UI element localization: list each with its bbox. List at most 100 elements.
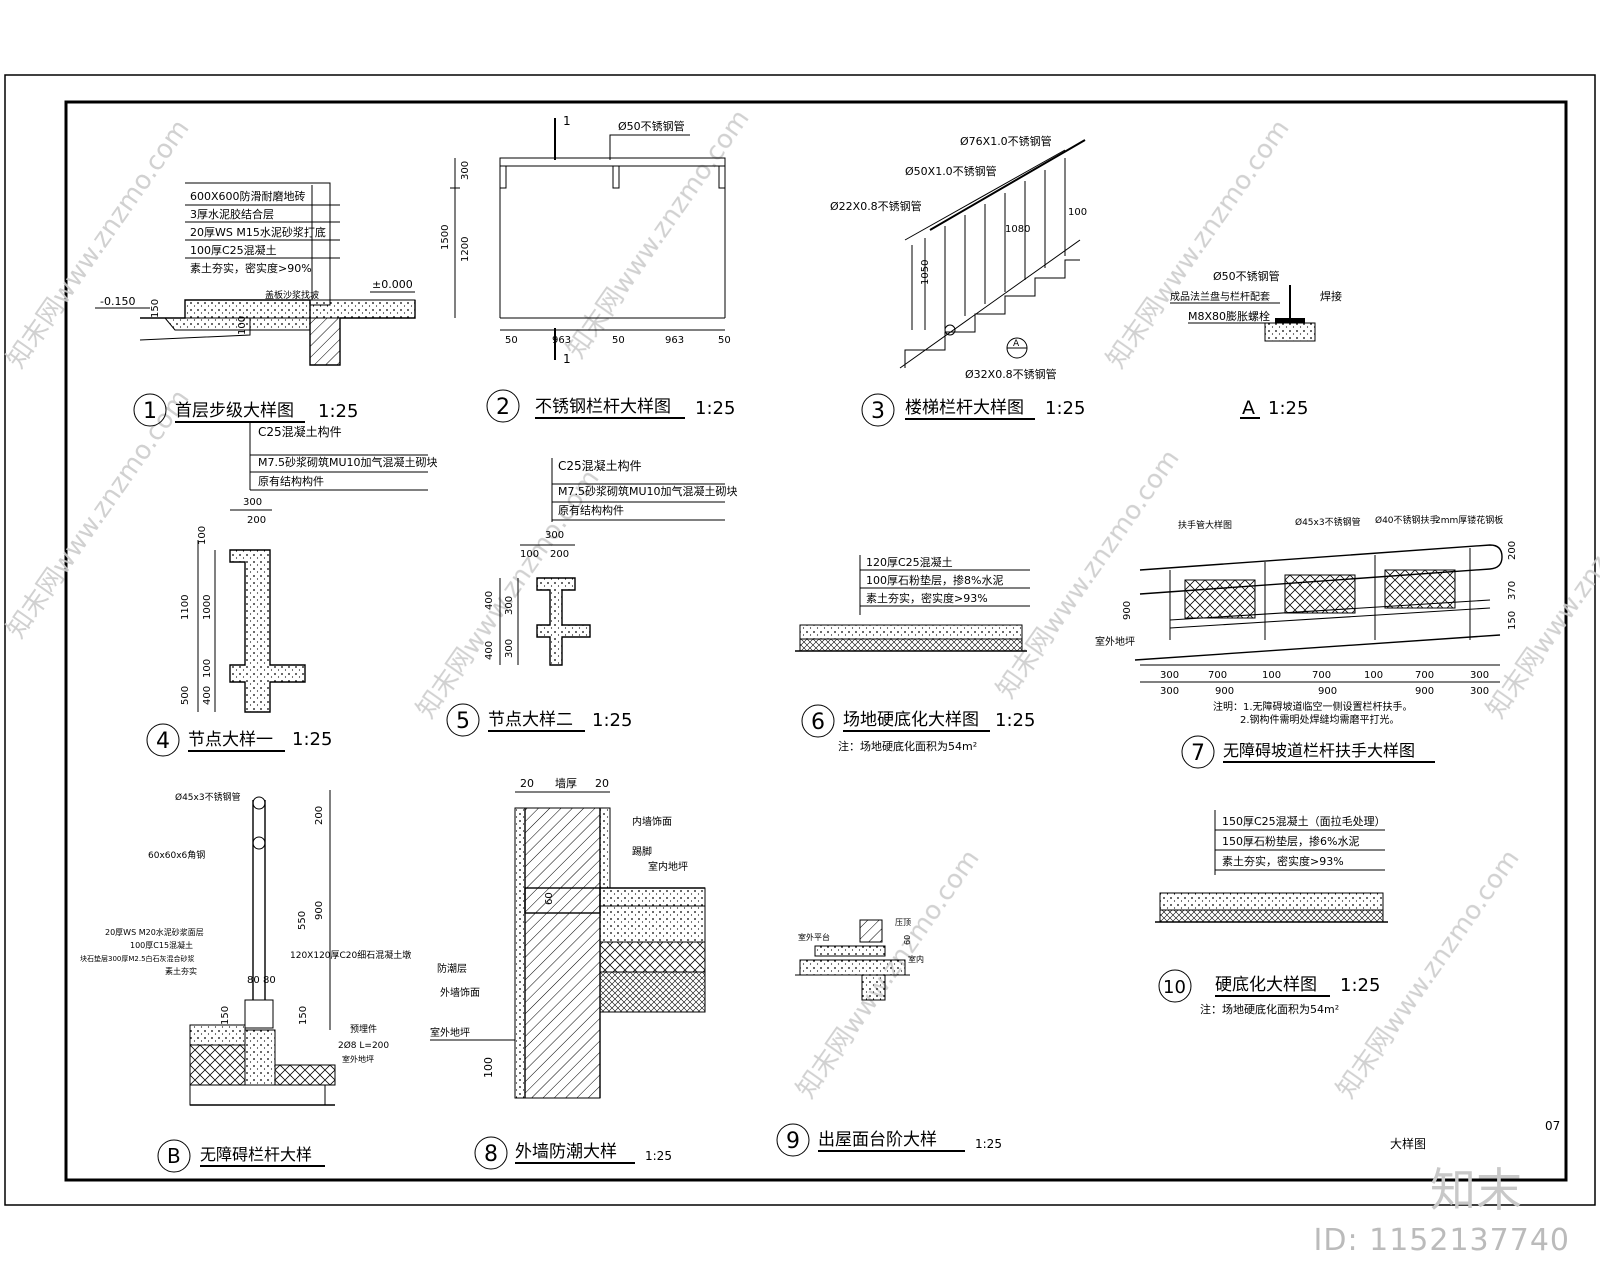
dim-h: 700 [1415, 670, 1434, 681]
dim-label: 550 [297, 911, 308, 930]
dim-v: 400 [484, 591, 495, 610]
layer-label: 原有结构构件 [558, 503, 624, 517]
label: 室外平台 [798, 932, 830, 942]
detail-4: C25混凝土构件 M7.5砂浆砌筑MU10加气混凝土砌块 原有结构构件 300 … [146, 422, 438, 757]
detail-title: 楼梯栏杆大样图 [905, 398, 1024, 418]
label: 室内 [908, 954, 924, 964]
inner-border [64, 100, 1568, 1182]
dim-v: 150 [1507, 611, 1518, 630]
watermark-text: 知末网www.znzmo.com [1481, 464, 1600, 724]
label: 预埋件 [350, 1023, 377, 1035]
layer-label: 原有结构构件 [258, 474, 324, 488]
detail-number: 8 [484, 1142, 498, 1167]
label: 块石垫层300厚M2.5白石灰混合砂浆 [80, 954, 195, 963]
detail-number: 7 [1191, 741, 1205, 766]
detail-scale: 1:25 [975, 1137, 1002, 1151]
layer-label: 100厚C25混凝土 [190, 243, 277, 257]
dim-label: 100 [482, 1057, 495, 1078]
label: 2Ø8 L=200 [338, 1040, 389, 1051]
dim-v: 900 [1122, 601, 1133, 620]
note: 2.钢构件需明处焊缝均需磨平打光。 [1240, 713, 1400, 726]
layer-label: 100厚石粉垫层，掺8%水泥 [866, 573, 1003, 587]
label: 踢脚 [632, 845, 652, 858]
label: 室外地坪 [430, 1026, 470, 1039]
detail-number: 9 [786, 1129, 800, 1154]
label: 20厚WS M20水泥砂浆面层 [105, 927, 204, 937]
detail-b: 200 900 550 150 80 80 150 Ø45x3不锈钢管 60x6… [80, 790, 411, 1173]
dim-v: 1200 [460, 237, 471, 262]
label: Ø45x3不锈钢管 [175, 791, 241, 803]
detail-title: 无障碍坡道栏杆扶手大样图 [1223, 741, 1415, 760]
layer-label: 素土夯实，密实度>93% [866, 591, 988, 605]
label: 2mm厚镂花钢板 [1435, 514, 1503, 526]
dim-label: 1050 [920, 260, 931, 285]
dim-label: 100 [1068, 207, 1087, 218]
dim-v: 370 [1507, 581, 1518, 600]
dim-label: 80 [247, 975, 260, 986]
dim-v: 200 [1507, 541, 1518, 560]
page-number: 07 [1545, 1119, 1560, 1133]
dim-v: 500 [180, 686, 191, 705]
detail-number: 10 [1163, 977, 1186, 998]
dim-label: 20 [520, 777, 534, 790]
layer-label: 3厚水泥胶结合层 [190, 207, 274, 221]
dim-label: 1080 [1005, 224, 1030, 235]
label: 100厚C15混凝土 [130, 940, 193, 950]
detail-scale: 1:25 [592, 710, 632, 731]
dim-v: 300 [504, 596, 515, 615]
label: Ø50不锈钢管 [1213, 269, 1280, 283]
label: 防潮层 [437, 962, 467, 975]
detail-scale: 1:25 [318, 401, 358, 422]
layer-label: M7.5砂浆砌筑MU10加气混凝土砌块 [558, 484, 738, 498]
dim-label: 900 [314, 901, 325, 920]
pipe-label: Ø32X0.8不锈钢管 [965, 367, 1057, 381]
detail-7: 扶手管大样图 Ø45x3不锈钢管 Ø40不锈钢扶手 2mm厚镂花钢板 室外地坪 … [1095, 514, 1518, 769]
detail-2: 1 1 Ø50不锈钢管 300 1500 1200 50 963 50 963 … [440, 114, 735, 423]
dim-v: 400 [484, 641, 495, 660]
detail-10: 150厚C25混凝土（面拉毛处理） 150厚石粉垫层，掺6%水泥 素土夯实，密实… [1155, 810, 1388, 1016]
outer-border [4, 74, 1596, 1206]
dim-label: 100 [237, 316, 248, 335]
dim-v: 100 [197, 526, 208, 545]
layer-label: 素土夯实，密实度>93% [1222, 854, 1344, 868]
label: 墙厚 [555, 776, 577, 790]
dim-h: 300 [545, 530, 564, 541]
level-label: ±0.000 [372, 278, 413, 291]
label: 120X120厚C20细石混凝土墩 [290, 949, 411, 961]
dim-h: 963 [665, 335, 684, 346]
dim-h: 300 [1160, 686, 1179, 697]
watermark-text: 知末网www.znzmo.com [1, 114, 195, 374]
ref-mark: A [1013, 339, 1020, 349]
label: 室外地坪 [342, 1054, 374, 1064]
detail-title: 节点大样二 [488, 710, 573, 730]
detail-a: Ø50不锈钢管 成品法兰盘与栏杆配套 M8X80膨胀螺栓 焊接 A 1:25 [1170, 269, 1342, 419]
watermark-text: 知末网www.znzmo.com [1, 384, 195, 644]
pipe-label: Ø22X0.8不锈钢管 [830, 199, 922, 213]
label: 成品法兰盘与栏杆配套 [1170, 290, 1270, 303]
dim-v: 1100 [180, 595, 191, 620]
pipe-label: Ø50X1.0不锈钢管 [905, 164, 997, 178]
detail-number: 3 [871, 399, 885, 424]
layer-label: C25混凝土构件 [258, 424, 342, 439]
layer-label: 20厚WS M15水泥砂浆打底 [190, 225, 326, 239]
label: 压顶 [895, 918, 911, 927]
layer-label: C25混凝土构件 [558, 458, 642, 473]
dim-h: 100 [1262, 670, 1281, 681]
dim-label: 20 [595, 777, 609, 790]
layer-label: 600X600防滑耐磨地砖 [190, 189, 306, 203]
detail-number: 4 [156, 729, 170, 754]
detail-6: 120厚C25混凝土 100厚石粉垫层，掺8%水泥 素土夯实，密实度>93% 6… [795, 555, 1035, 753]
section-mark: 1 [563, 114, 571, 128]
dim-h: 700 [1208, 670, 1227, 681]
layer-label: 素土夯实，密实度>90% [190, 261, 312, 275]
note: 注明：1.无障碍坡道临空一侧设置栏杆扶手。 [1213, 700, 1413, 713]
dim-v: 1000 [202, 595, 213, 620]
dim-h: 300 [1470, 670, 1489, 681]
detail-scale: 1:25 [695, 398, 735, 419]
dim-label: 150 [220, 1006, 231, 1025]
detail-number: 6 [811, 710, 825, 735]
detail-number: A [1242, 397, 1255, 419]
pipe-label: Ø50不锈钢管 [618, 119, 685, 133]
dim-h: 50 [718, 335, 731, 346]
